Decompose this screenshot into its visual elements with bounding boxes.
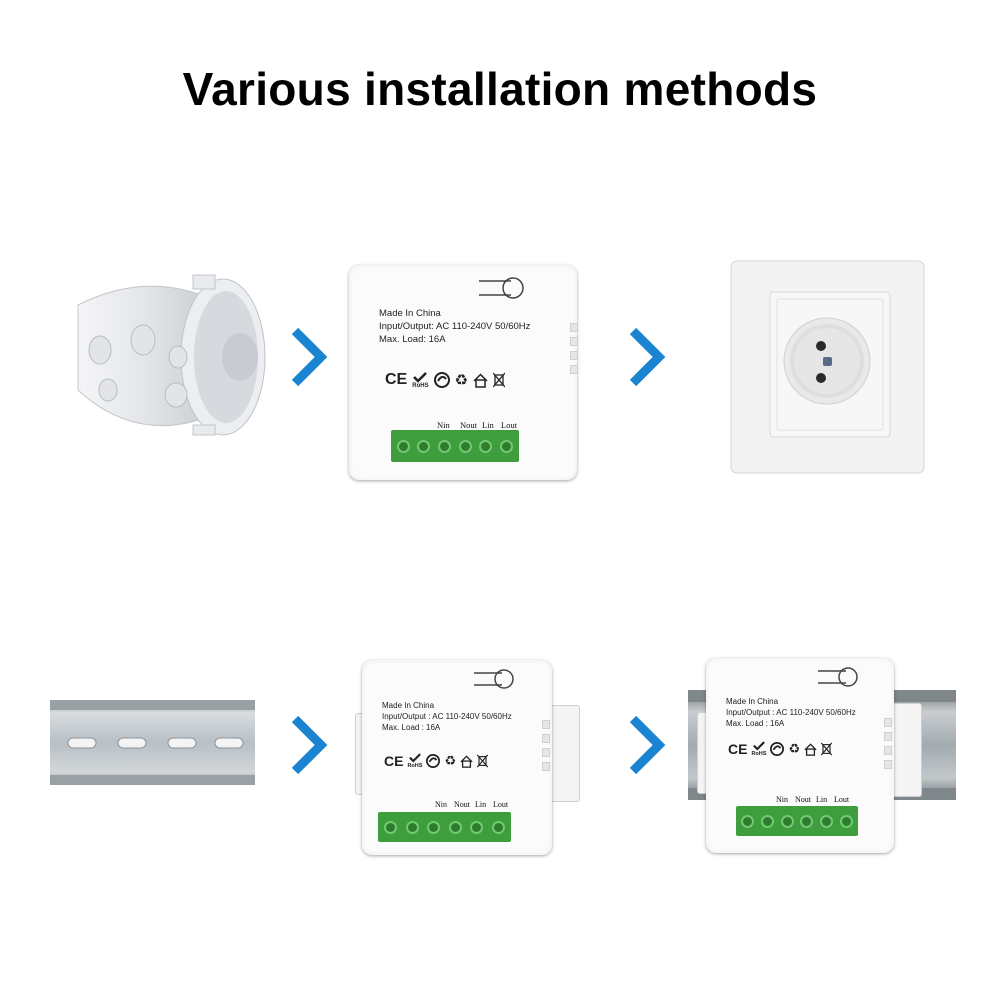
- made-in-label: Made In China: [382, 701, 435, 710]
- terminal-label-lin: Lin: [482, 420, 494, 430]
- ce-mark: CE: [728, 741, 748, 757]
- rohs-mark: RoHS: [751, 751, 767, 757]
- terminal-label-lout: Lout: [493, 800, 509, 809]
- pull-tab-icon: [479, 277, 524, 299]
- house-icon: [460, 754, 473, 768]
- bin-crossed-icon: [493, 372, 506, 388]
- check-icon: [413, 371, 428, 383]
- terminal-label-lin: Lin: [816, 795, 828, 804]
- rohs-mark: RoHS: [407, 763, 423, 769]
- terminal-block: [378, 812, 511, 842]
- max-load-label: Max. Load: 16A: [379, 334, 446, 346]
- recycle-icon: ♻: [788, 741, 801, 756]
- terminal-label-nin: Nin: [776, 795, 788, 804]
- rohs-mark: RoHS: [412, 382, 429, 389]
- din-rail-image: [50, 700, 255, 785]
- terminal-block: [736, 806, 858, 836]
- smart-switch-module-din: Made In China Input/Output : AC 110-240V…: [362, 660, 552, 855]
- check-icon: [409, 753, 421, 763]
- green-dot-icon: [433, 372, 450, 388]
- max-load-label: Max. Load : 16A: [382, 723, 441, 733]
- smart-switch-module: Made In China Input/Output: AC 110-240V …: [349, 265, 578, 480]
- input-output-label: Input/Output : AC 110-240V 50/60Hz: [726, 708, 856, 718]
- din-clip-right: [890, 703, 922, 797]
- arrow-right-icon: [629, 327, 666, 387]
- page-title: Various installation methods: [182, 63, 818, 115]
- check-icon: [753, 741, 765, 751]
- house-icon: [473, 372, 488, 388]
- house-icon: [804, 742, 817, 756]
- ce-mark: CE: [385, 371, 408, 388]
- ce-mark: CE: [384, 753, 404, 769]
- terminal-label-lin: Lin: [475, 800, 487, 809]
- junction-box-image: [68, 265, 268, 440]
- din-clip-right: [550, 705, 580, 802]
- arrow-right-icon: [291, 715, 328, 775]
- terminal-label-nin: Nin: [437, 420, 450, 430]
- arrow-right-icon: [629, 715, 666, 775]
- bin-crossed-icon: [821, 742, 833, 756]
- arrow-right-icon: [291, 327, 328, 387]
- input-output-label: Input/Output : AC 110-240V 50/60Hz: [382, 712, 512, 722]
- terminal-label-nin: Nin: [435, 800, 447, 809]
- made-in-label: Made In China: [726, 697, 779, 706]
- terminal-label-lout: Lout: [501, 420, 518, 430]
- bin-crossed-icon: [477, 754, 489, 768]
- terminal-label-nout: Nout: [795, 795, 811, 804]
- smart-switch-module-on-rail: Made In China Input/Output : AC 110-240V…: [706, 658, 894, 853]
- terminal-label-nout: Nout: [460, 420, 477, 430]
- input-output-label: Input/Output: AC 110-240V 50/60Hz: [379, 321, 531, 333]
- green-dot-icon: [770, 742, 785, 756]
- max-load-label: Max. Load : 16A: [726, 719, 785, 729]
- terminal-label-nout: Nout: [454, 800, 470, 809]
- made-in-label: Made In China: [379, 308, 441, 319]
- wall-socket-image: [730, 260, 925, 475]
- terminal-block: [391, 430, 519, 462]
- recycle-icon: ♻: [444, 753, 457, 768]
- recycle-icon: ♻: [454, 372, 469, 389]
- pull-tab-icon: [474, 669, 514, 689]
- green-dot-icon: [426, 754, 441, 768]
- terminal-label-lout: Lout: [834, 795, 850, 804]
- pull-tab-icon: [818, 667, 858, 687]
